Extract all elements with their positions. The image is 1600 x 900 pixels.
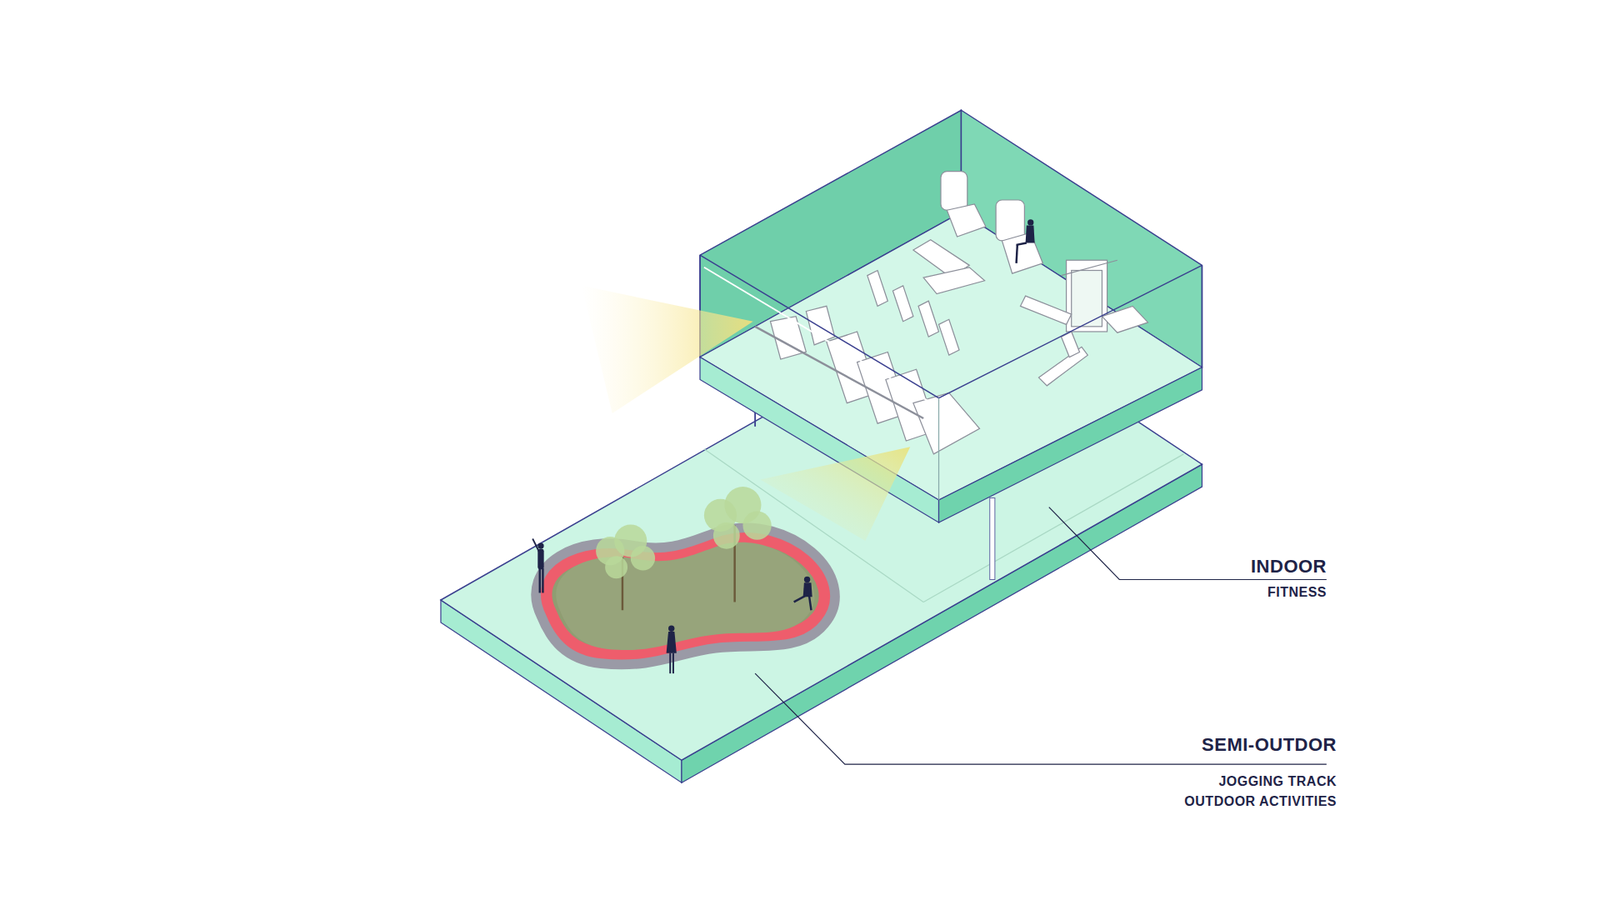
callout-heading: SEMI-OUTDOR bbox=[1201, 734, 1337, 756]
callout-subtext: JOGGING TRACK bbox=[1218, 774, 1337, 790]
callout-heading: INDOOR bbox=[1250, 555, 1327, 578]
callout-subtext: FITNESS bbox=[1267, 585, 1327, 600]
callout-subtext: OUTDOOR ACTIVITIES bbox=[1184, 794, 1337, 810]
